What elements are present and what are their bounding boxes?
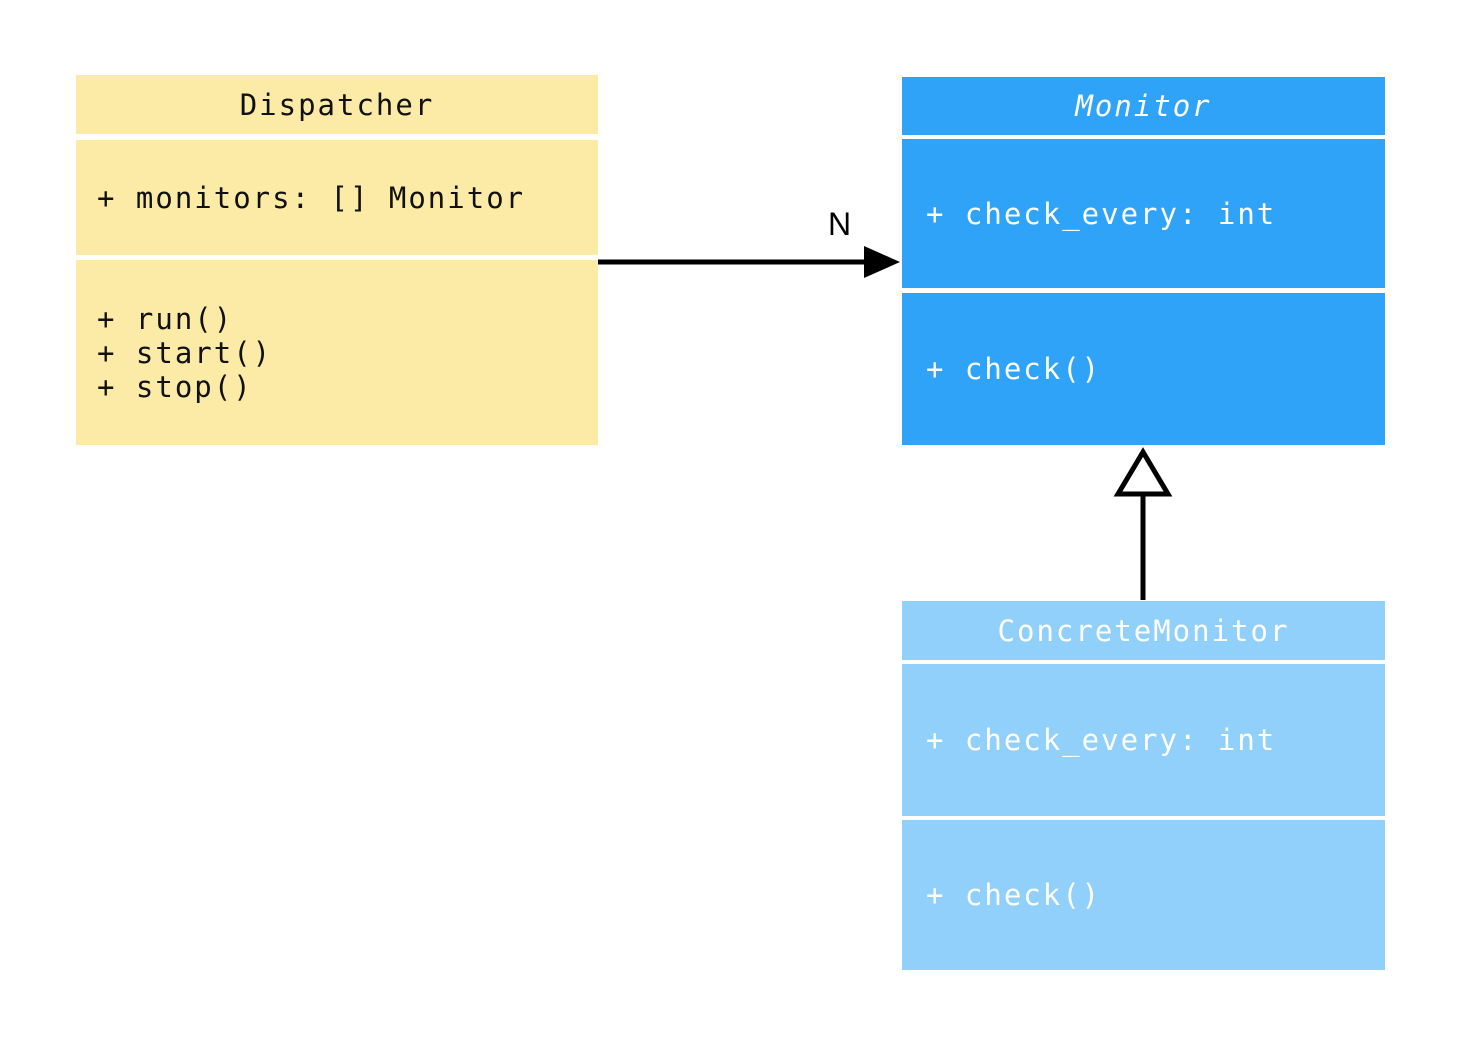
class-methods-monitor: + check() [902,293,1385,445]
class-node-monitor: Monitor + check_every: int + check() [902,77,1385,445]
method-row: + check() [926,352,1102,386]
association-edge-dispatcher-monitor [598,246,900,278]
association-multiplicity-label: N [828,206,852,242]
class-title-concretemonitor: ConcreteMonitor [902,601,1385,660]
method-row: + run() [97,301,234,336]
method-row: + stop() [97,369,253,404]
hollow-triangle-arrowhead-icon [1113,447,1173,497]
filled-arrowhead-icon [864,246,900,278]
class-methods-concretemonitor: + check() [902,820,1385,970]
attribute-row: + check_every: int [926,196,1277,231]
inheritance-edge-concretemonitor-monitor [1113,447,1173,600]
method-row: + start() [97,335,273,370]
attribute-row: + check_every: int [926,723,1277,757]
class-node-concretemonitor: ConcreteMonitor + check_every: int + che… [902,601,1385,970]
method-row: + check() [926,878,1102,912]
class-title-dispatcher: Dispatcher [76,75,598,134]
class-title-monitor: Monitor [902,77,1385,135]
class-attributes-dispatcher: + monitors: [] Monitor [76,140,598,255]
attribute-row: + monitors: [] Monitor [97,180,526,215]
class-methods-dispatcher: + run() + start() + stop() [76,260,598,445]
class-attributes-concretemonitor: + check_every: int [902,664,1385,816]
class-attributes-monitor: + check_every: int [902,139,1385,288]
class-node-dispatcher: Dispatcher + monitors: [] Monitor + run(… [76,75,598,445]
